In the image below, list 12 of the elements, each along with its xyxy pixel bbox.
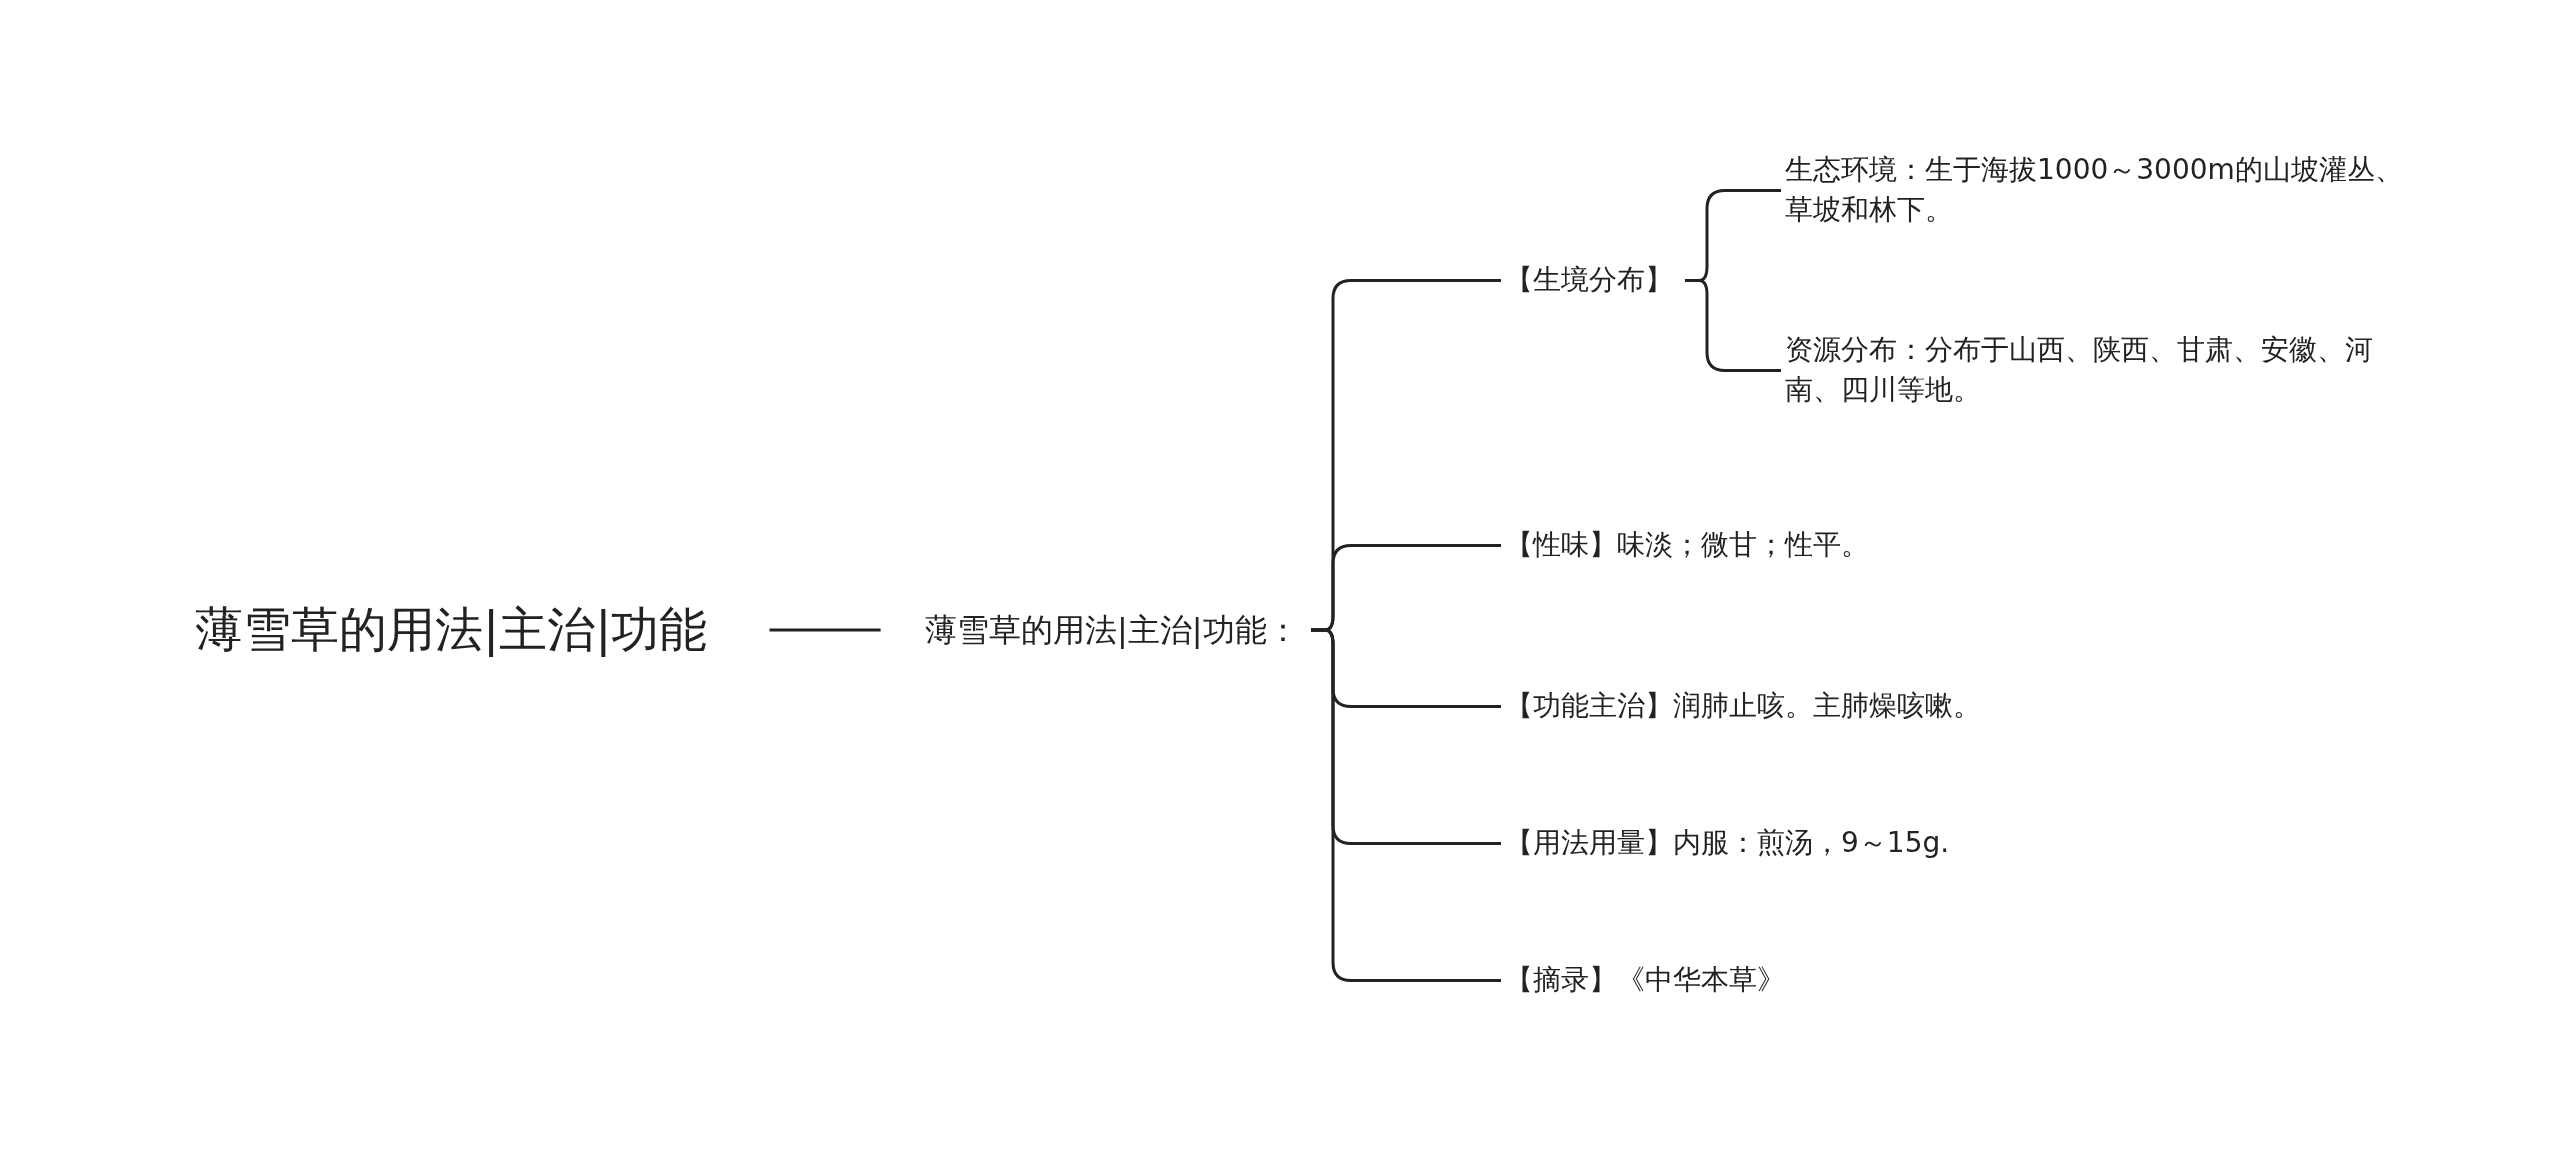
connector-line: [769, 628, 881, 632]
topic-text: 薄雪草的用法|主治|功能：: [925, 607, 1299, 654]
topic-text: 【用法用量】内服：煎汤，9～15g.: [1505, 822, 1950, 864]
topic-text: 【生境分布】: [1505, 259, 1673, 301]
connector-line: [1311, 628, 1501, 982]
topic-text: 【摘录】《中华本草》: [1505, 959, 1785, 1001]
topic-text: 资源分布：分布于山西、陕西、甘肃、安徽、河南、四川等地。: [1785, 329, 2415, 411]
topic-text: 【功能主治】润肺止咳。主肺燥咳嗽。: [1505, 685, 1981, 727]
topic-text: 【性味】味淡；微甘；性平。: [1505, 524, 1869, 566]
connector-line: [1685, 279, 1781, 372]
topic-text: 生态环境：生于海拔1000～3000m的山坡灌丛、草坡和林下。: [1785, 149, 2415, 231]
root-topic-text: 薄雪草的用法|主治|功能: [195, 595, 708, 665]
